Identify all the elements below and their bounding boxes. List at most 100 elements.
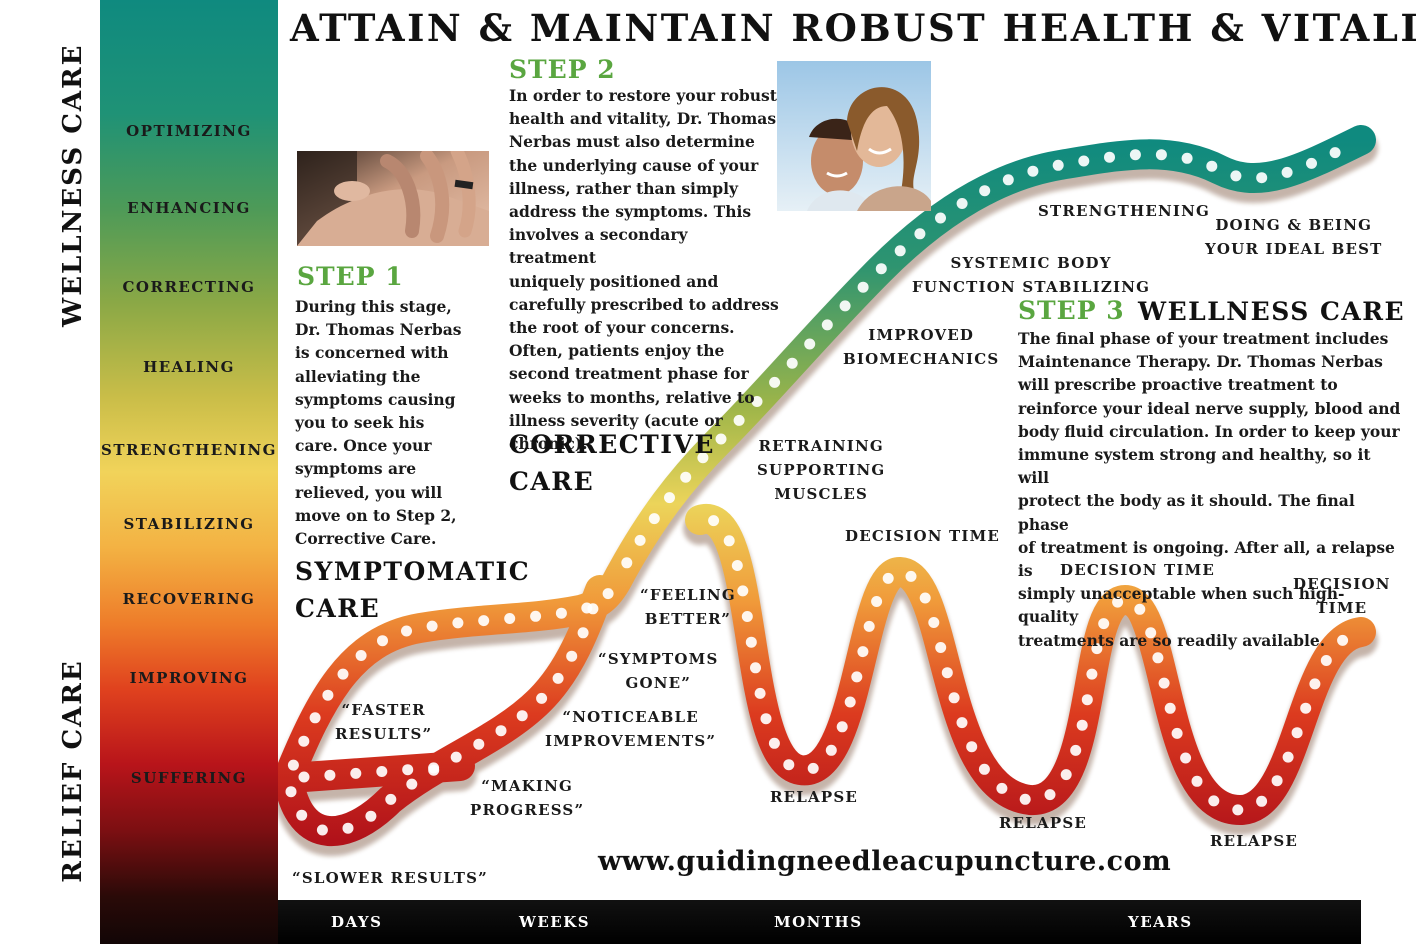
path-marker — [786, 357, 798, 369]
path-marker — [1300, 702, 1312, 714]
path-marker — [857, 281, 869, 293]
step1-care-line: CARE — [295, 594, 381, 623]
step1-lines-line: care. Once your — [295, 436, 432, 456]
path-marker — [555, 607, 567, 619]
step2-heading: STEP 2 — [509, 55, 616, 84]
path-marker — [1271, 775, 1283, 787]
path-marker — [737, 585, 749, 597]
path-marker — [1027, 165, 1039, 177]
health-level-optimizing: OPTIMIZING — [126, 122, 252, 140]
path-marker — [1180, 752, 1192, 764]
path-marker — [1145, 627, 1157, 639]
path-marker — [1152, 652, 1164, 664]
path-marker — [516, 710, 528, 722]
path-label-relapse2: RELAPSE — [999, 814, 1088, 832]
step3-lines-line: immune system strong and healthy, so it … — [1018, 445, 1371, 488]
path-label-strengthening: STRENGTHENING — [1038, 202, 1211, 220]
relief-care-label: RELIEF CARE — [58, 659, 88, 883]
path-marker — [1282, 751, 1294, 763]
path-marker — [581, 602, 593, 614]
path-marker — [1070, 744, 1082, 756]
path-marker — [844, 696, 856, 708]
path-marker — [376, 766, 388, 777]
path-label-slower: “SLOWER RESULTS” — [292, 869, 488, 887]
hands-photo — [297, 151, 489, 246]
path-label-line: DECISION — [1293, 575, 1391, 593]
path-marker — [882, 572, 894, 584]
path-marker — [894, 245, 906, 257]
path-marker — [807, 762, 819, 774]
path-label-decision2: DECISION TIME — [1060, 561, 1216, 579]
step1-lines-line: During this stage, — [295, 297, 452, 316]
path-marker — [956, 198, 968, 209]
path-marker — [1076, 719, 1088, 731]
path-marker — [504, 613, 516, 624]
path-marker — [406, 778, 418, 790]
path-marker — [1309, 678, 1321, 690]
path-label-decision1: DECISION TIME — [845, 527, 1001, 545]
path-marker — [552, 672, 564, 684]
path-marker — [708, 515, 720, 527]
website-url: www.guidingneedleacupuncture.com — [598, 846, 1172, 877]
wellness-care-label: WELLNESS CARE — [58, 43, 88, 328]
path-label-line: RETRAINING — [758, 437, 884, 455]
path-marker — [1306, 157, 1317, 169]
health-level-enhancing: ENHANCING — [127, 199, 251, 217]
path-marker — [1098, 618, 1110, 630]
path-marker — [1256, 172, 1268, 184]
path-marker — [1155, 149, 1167, 161]
path-marker — [839, 300, 851, 312]
step3-heading: STEP 3 — [1018, 296, 1125, 325]
step2-lines-line: the underlying cause of your — [509, 155, 759, 175]
path-marker — [634, 534, 646, 546]
timeline-years: YEARS — [1128, 913, 1193, 931]
step3-lines-line: reinforce your ideal nerve supply, blood… — [1018, 398, 1401, 418]
step3-description: The final phase of your treatment includ… — [1018, 327, 1403, 652]
path-marker — [536, 692, 548, 704]
path-marker — [760, 713, 772, 725]
path-marker — [1291, 727, 1303, 739]
path-marker — [1208, 795, 1220, 807]
step2-lines-line: Often, patients enjoy the — [509, 341, 725, 361]
step3-lines-line: will prescribe proactive treatment to — [1018, 375, 1338, 395]
step1-lines-line: move on to Step 2, — [295, 505, 457, 525]
path-marker — [1191, 775, 1203, 787]
step1-lines-line: symptoms are — [295, 459, 417, 479]
path-marker — [342, 822, 354, 834]
path-marker — [530, 610, 542, 622]
step1-lines-line: symptoms causing — [295, 389, 456, 409]
health-level-bar — [100, 0, 278, 944]
path-marker — [1171, 727, 1183, 739]
path-marker — [851, 671, 863, 683]
path-label-line: RESULTS” — [335, 725, 433, 743]
path-marker — [1086, 668, 1098, 680]
path-marker — [1281, 166, 1293, 178]
path-marker — [287, 759, 299, 771]
path-marker — [1060, 769, 1072, 781]
step2-lines-line: In order to restore your robust — [509, 86, 777, 105]
path-marker — [821, 319, 833, 331]
path-marker — [768, 737, 780, 749]
path-marker — [783, 759, 795, 771]
path-marker — [836, 721, 848, 733]
path-marker — [402, 764, 414, 776]
path-marker — [825, 744, 837, 756]
path-marker — [316, 824, 328, 836]
path-marker — [1129, 149, 1141, 161]
path-marker — [941, 667, 953, 679]
step1-lines-line: is concerned with — [295, 343, 449, 363]
step1-lines-line: relieved, you will — [295, 482, 443, 502]
path-marker — [365, 810, 377, 822]
path-marker — [324, 769, 336, 781]
path-marker — [1256, 795, 1268, 807]
path-marker — [1206, 160, 1218, 172]
path-label-line: SUPPORTING — [757, 461, 886, 479]
path-label-line: “NOTICEABLE — [562, 708, 699, 726]
step2-care-line: CORRECTIVE — [509, 430, 715, 459]
